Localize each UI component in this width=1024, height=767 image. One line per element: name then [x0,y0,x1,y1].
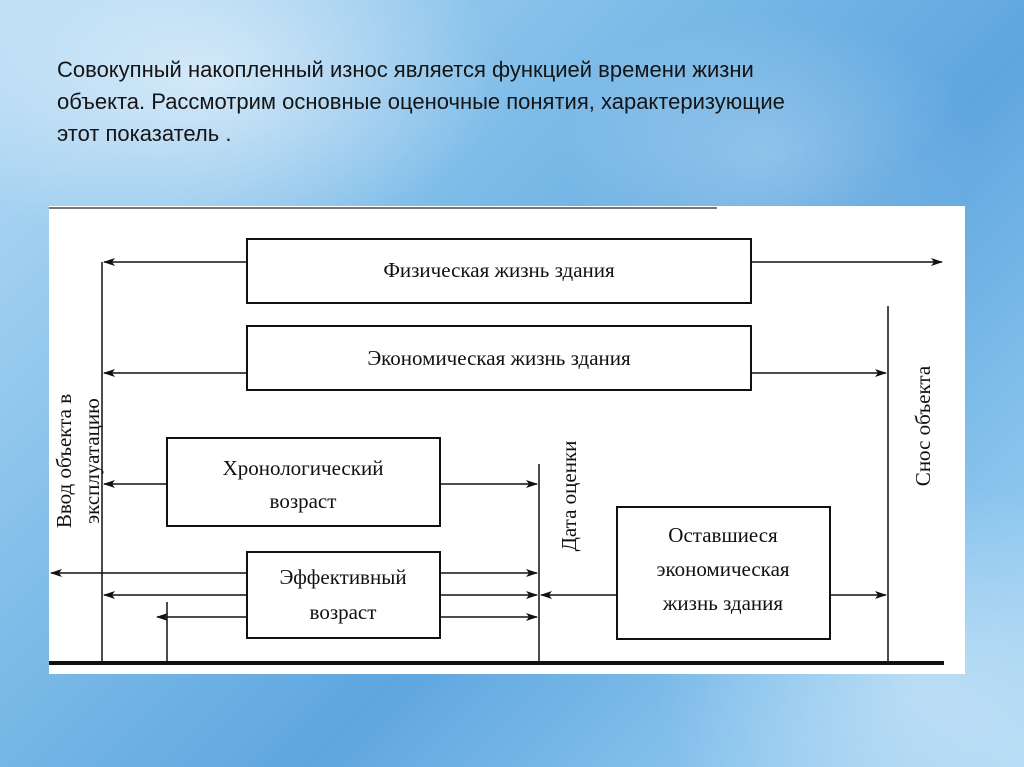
chronological-age-label-1: Хронологический [223,456,384,480]
physical-life-box [246,238,752,304]
chronological-age-box [166,437,441,527]
intro-text: Совокупный накопленный износ является фу… [57,54,957,150]
intro-line-3: этот показатель . [57,121,232,146]
building-life-diagram: Физическая жизнь здания Экономическая жи… [49,206,965,674]
commissioning-label-1: Ввод объекта в [52,394,76,528]
economic-life-label: Экономическая жизнь здания [367,346,631,370]
valuation-date-label: Дата оценки [557,441,581,552]
remaining-life-label-2: экономическая [656,557,789,581]
economic-life-box [246,325,752,391]
commissioning-label-2: эксплуатацию [80,398,104,524]
remaining-life-box [616,506,831,640]
intro-line-2: объекта. Рассмотрим основные оценочные п… [57,89,785,114]
effective-age-label-2: возраст [310,600,377,624]
effective-age-box [246,551,441,639]
remaining-life-label-3: жизнь здания [662,591,784,615]
demolition-label: Снос объекта [911,365,935,486]
diagram-svg: Физическая жизнь здания Экономическая жи… [49,207,944,665]
intro-line-1: Совокупный накопленный износ является фу… [57,57,754,82]
effective-age-label-1: Эффективный [279,565,406,589]
physical-life-label: Физическая жизнь здания [383,258,615,282]
remaining-life-label-1: Оставшиеся [668,523,778,547]
chronological-age-label-2: возраст [270,489,337,513]
